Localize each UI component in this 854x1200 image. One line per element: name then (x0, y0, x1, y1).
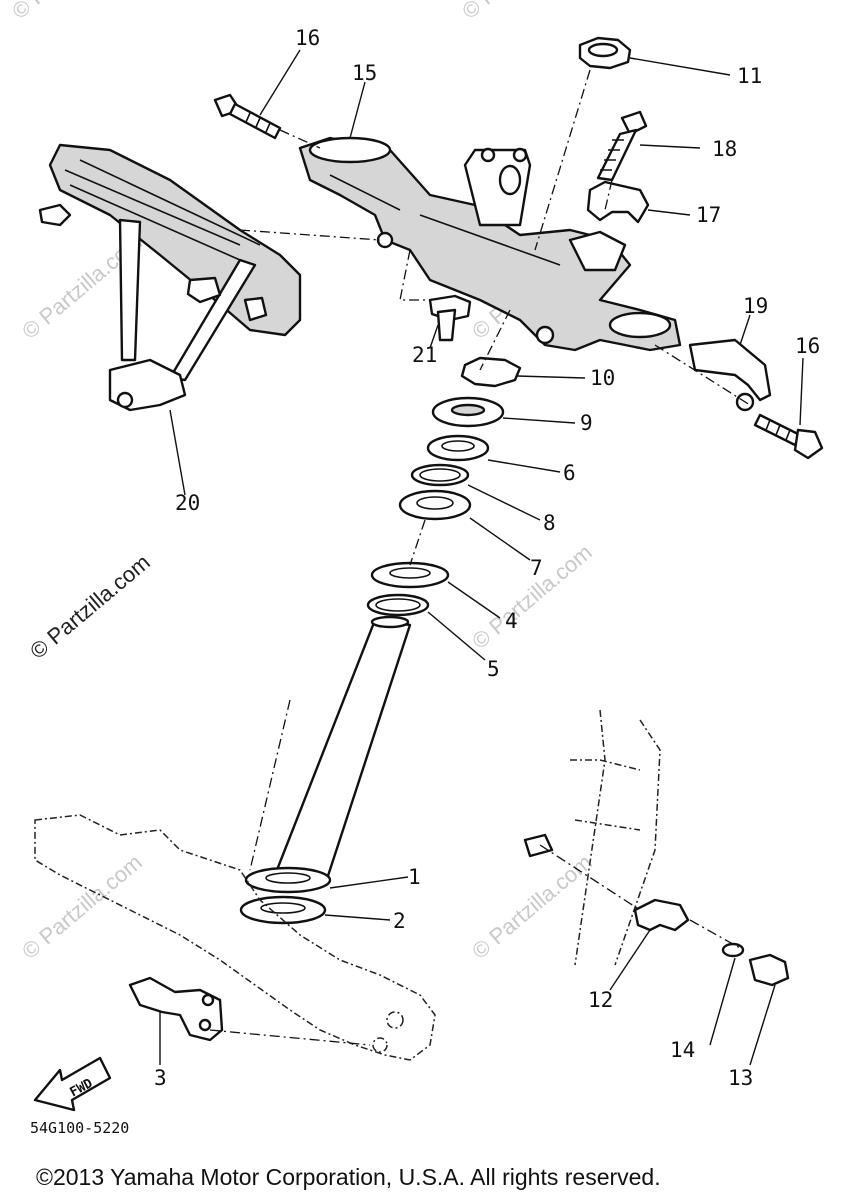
leader-lines (159, 49, 804, 1066)
watermark-text: © Partzilla.com (7, 0, 137, 24)
part-16-bolt-upper (213, 93, 282, 140)
forward-arrow: FWD (33, 1056, 112, 1112)
label-1: 1 (408, 865, 421, 889)
label-17: 17 (696, 203, 721, 227)
label-18: 18 (712, 137, 737, 161)
part-10-ring-nut (460, 356, 522, 388)
label-8: 8 (543, 511, 556, 535)
watermark-text: © Partzilla.com (17, 849, 147, 963)
part-8-balls (410, 463, 470, 487)
part-14-washer (721, 942, 745, 958)
part-3-guide (128, 976, 224, 1042)
steering-stem (273, 615, 412, 887)
part-17-holder (586, 180, 650, 224)
part-labels: 16 15 11 18 17 19 16 21 10 9 6 8 7 4 5 2… (154, 26, 820, 1090)
fork-tube-outline (570, 709, 661, 966)
part-13-bolt (748, 953, 790, 987)
label-6: 6 (563, 461, 576, 485)
label-15: 15 (352, 61, 377, 85)
part-1-race (244, 866, 332, 894)
watermark-dark-text: © Partzilla.com (25, 549, 155, 663)
label-12: 12 (588, 988, 613, 1012)
upper-bracket (298, 136, 682, 352)
part-16-bolt-right (753, 413, 824, 460)
label-7: 7 (530, 556, 543, 580)
label-9: 9 (580, 411, 593, 435)
part-7-race (398, 489, 472, 521)
label-3: 3 (154, 1066, 167, 1090)
part-20-meter-bracket (38, 143, 302, 412)
part-21-bolt (428, 294, 472, 342)
label-4: 4 (505, 609, 518, 633)
part-6-race (426, 434, 490, 462)
label-21: 21 (412, 343, 437, 367)
part-9-cover (431, 396, 505, 428)
watermark-text: © Partzilla.com (467, 849, 597, 963)
assembly-lines (209, 69, 751, 1046)
label-16-top: 16 (295, 26, 320, 50)
part-18-bolt (596, 110, 648, 182)
drawing-code: 54G100-5220 (30, 1119, 129, 1137)
label-10: 10 (590, 366, 615, 390)
under-bracket-outline (34, 814, 436, 1061)
part-2-seal (239, 895, 327, 925)
part-12-clamp (633, 898, 690, 932)
part-5-balls (366, 593, 430, 617)
label-14: 14 (670, 1038, 695, 1062)
label-2: 2 (393, 909, 406, 933)
label-16-right: 16 (795, 334, 820, 358)
label-20: 20 (175, 491, 200, 515)
label-11: 11 (737, 64, 762, 88)
watermark-text: © Partzilla.com (457, 0, 587, 24)
copyright-text: ©2013 Yamaha Motor Corporation, U.S.A. A… (36, 1164, 661, 1190)
fork-clamp-block (523, 833, 554, 858)
part-11-nut (578, 36, 632, 70)
label-13: 13 (728, 1066, 753, 1090)
label-19: 19 (743, 294, 768, 318)
label-5: 5 (487, 657, 500, 681)
part-4-race (370, 561, 450, 589)
